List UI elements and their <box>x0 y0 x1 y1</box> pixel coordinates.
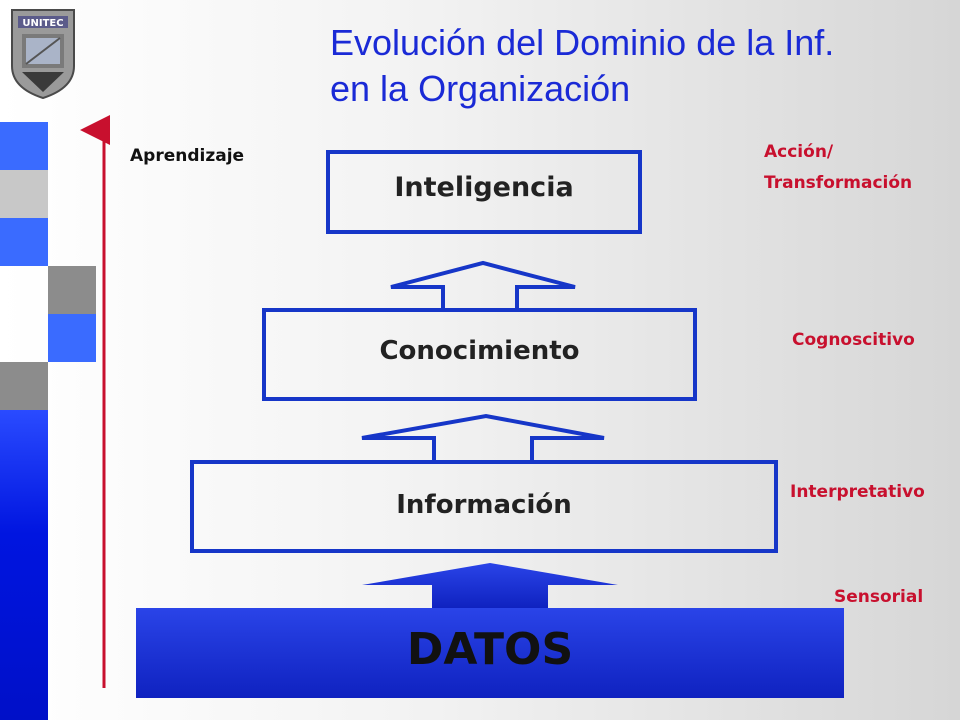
arrow-to-conocimiento <box>361 413 605 462</box>
conocimiento-box <box>262 308 697 401</box>
title-line-2: en la Organización <box>330 68 631 109</box>
deco-square-2 <box>0 170 48 218</box>
deco-square-4 <box>48 266 96 314</box>
label-accion: Acción/ <box>764 142 834 162</box>
label-sensorial: Sensorial <box>834 587 924 607</box>
label-informacion: Información <box>396 490 572 520</box>
arrow-to-inteligencia <box>390 260 576 310</box>
label-cognoscitivo: Cognoscitivo <box>792 330 915 350</box>
label-transformacion: Transformación <box>764 173 913 193</box>
label-interpretativo: Interpretativo <box>790 482 925 502</box>
axis-label-aprendizaje: Aprendizaje <box>130 146 245 166</box>
arrow-to-informacion <box>362 563 618 608</box>
inteligencia-box <box>326 150 642 234</box>
datos-block <box>136 608 844 698</box>
label-conocimiento: Conocimiento <box>379 336 580 366</box>
deco-square-3 <box>0 218 48 266</box>
label-datos: DATOS <box>406 624 574 675</box>
label-inteligencia: Inteligencia <box>394 172 574 203</box>
deco-square-6 <box>0 362 48 410</box>
informacion-box <box>190 460 778 553</box>
unitec-logo: UNITEC <box>8 6 78 100</box>
logo-text: UNITEC <box>22 18 63 29</box>
deco-square-5 <box>48 314 96 362</box>
deco-square-1 <box>0 122 48 170</box>
slide-title: Evolución del Dominio de la Inf. en la O… <box>330 20 930 112</box>
deco-blue-strip <box>0 410 48 720</box>
title-line-1: Evolución del Dominio de la Inf. <box>330 22 835 63</box>
